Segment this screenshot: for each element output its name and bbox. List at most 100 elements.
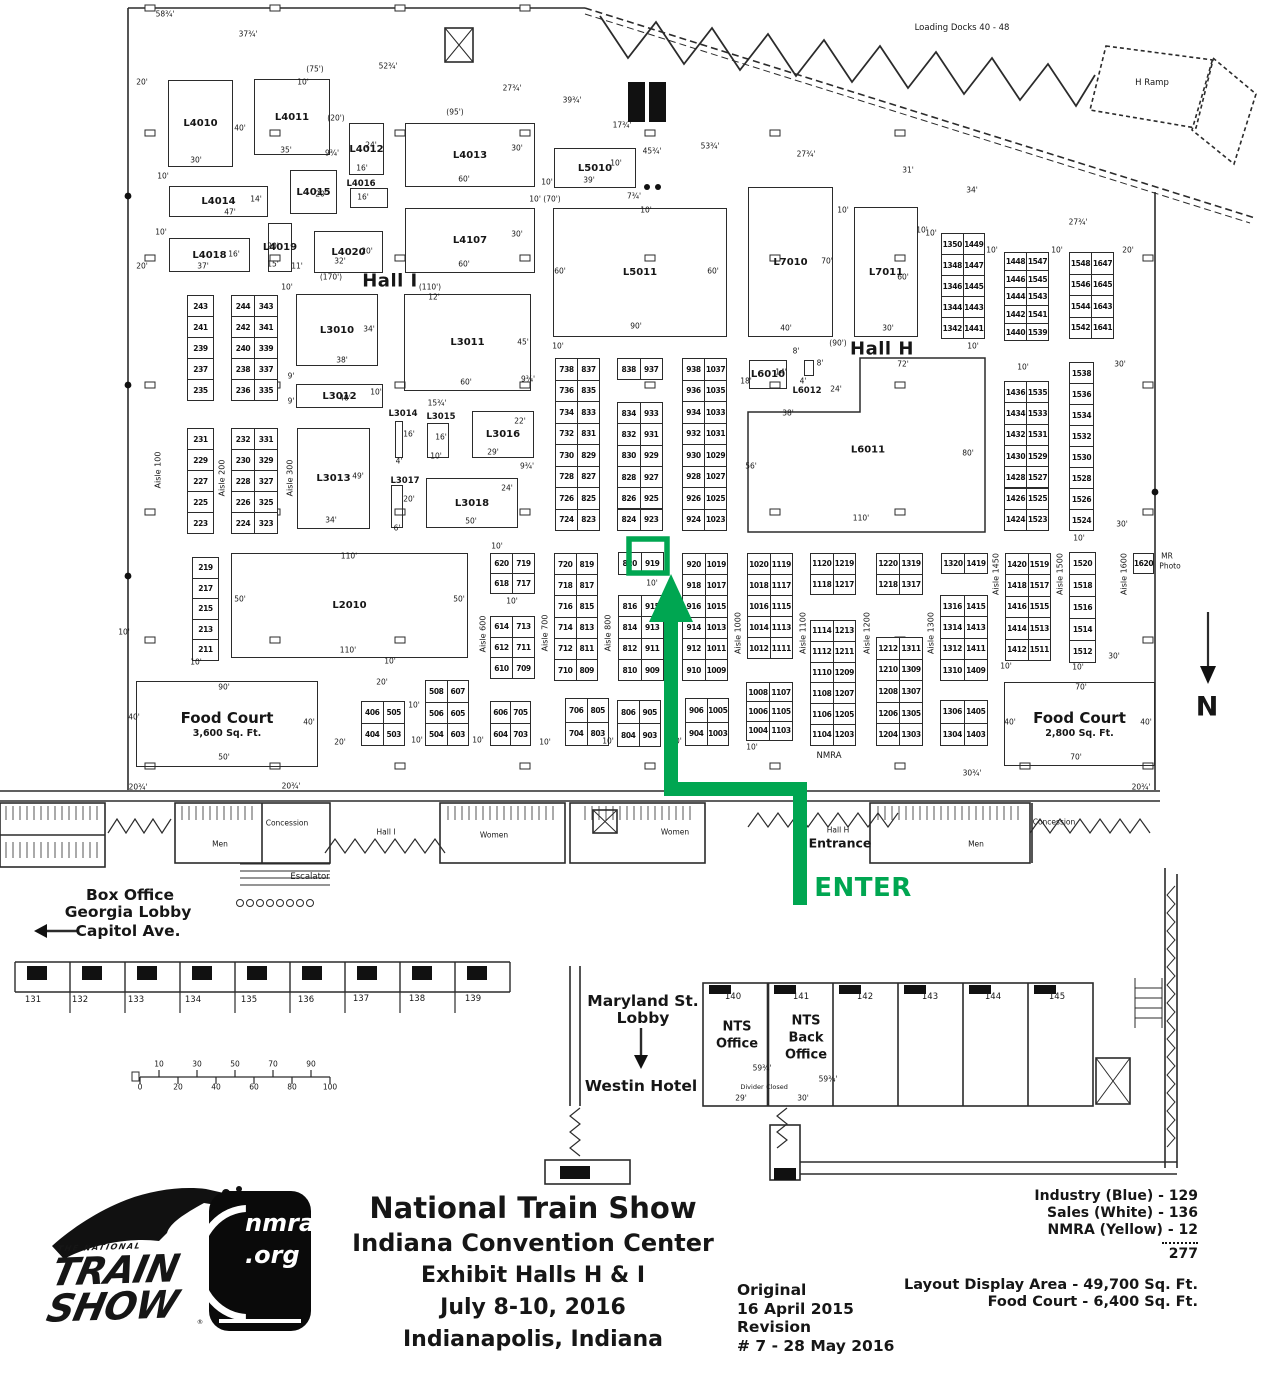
layout-booth-L4011: L4011: [254, 79, 330, 155]
booth-1524: 1524: [1069, 509, 1094, 531]
booth-1641: 1641: [1091, 316, 1114, 339]
train-logo-text-show: SHOW: [42, 1282, 182, 1331]
dim-label: 16': [357, 192, 369, 202]
booth-label: L3018: [454, 497, 490, 509]
layout-booth: [804, 360, 814, 376]
dim-label: 40': [339, 393, 351, 403]
dim-label: 59¾': [818, 1074, 838, 1084]
dim-label: 60': [707, 266, 719, 276]
layout-booth-L2010: L2010: [231, 553, 468, 658]
dim-label: 20: [173, 1082, 183, 1092]
dim-label: 10': [837, 205, 849, 215]
booth-label: L4011: [274, 111, 310, 123]
dim-label: 60': [460, 377, 472, 387]
dim-label: 45¾': [642, 146, 662, 156]
booth-label: L3017: [390, 476, 420, 486]
map-label: 136: [297, 995, 315, 1005]
dim-label: 20¾': [128, 782, 148, 792]
booth-label: L4019: [262, 242, 298, 253]
booth-215: 215: [192, 598, 219, 620]
dim-label: 49': [352, 471, 364, 481]
stat-industry: Industry (Blue) - 129: [1034, 1188, 1198, 1204]
dim-label: 39': [583, 175, 595, 185]
dim-label: 10': [640, 205, 652, 215]
dim-label: 10': [646, 578, 658, 588]
booth-1409: 1409: [963, 658, 988, 682]
dim-label: Photo: [1159, 561, 1181, 571]
booth-337: 337: [254, 358, 278, 380]
booth-231: 231: [187, 428, 214, 450]
dim-label: 30': [190, 155, 202, 165]
dim-label: 70: [268, 1059, 278, 1069]
dim-label: 53¾': [700, 141, 720, 151]
layout-booth-L3013: L3013: [297, 428, 370, 529]
dim-label: Concession: [265, 818, 309, 828]
booth-label: L6012: [792, 386, 822, 396]
dim-label: (110'): [418, 282, 442, 292]
layout-booth-L3010: L3010: [296, 294, 378, 366]
food-court-size: 3,600 Sq. Ft.: [192, 728, 262, 739]
dim-label: 70': [1075, 682, 1087, 692]
dim-label: 10': [541, 177, 553, 187]
dim-label: 37': [197, 261, 209, 271]
aisle-label: Aisle 1500: [1055, 553, 1065, 595]
layout-booth-L4014: L4014: [169, 186, 268, 217]
booth-1419: 1419: [964, 553, 988, 574]
office-label: NTS: [722, 1019, 752, 1035]
office-label: NTS: [791, 1013, 821, 1029]
booth-label: L4020: [331, 246, 366, 258]
dim-label: 17¾': [612, 120, 632, 130]
dim-label: 27¾': [796, 149, 816, 159]
map-label: Escalator: [290, 872, 330, 882]
entrance-label: Entrance: [808, 835, 872, 851]
dim-label: 10': [411, 735, 423, 745]
dim-label: 27¾': [1068, 217, 1088, 227]
dim-label: 10': [297, 77, 309, 87]
booth-335: 335: [254, 379, 278, 401]
lobby-label: Georgia Lobby: [64, 903, 192, 921]
layout-booth: [395, 421, 403, 458]
dim-label: 72': [897, 359, 909, 369]
dim-label: 11': [291, 261, 303, 271]
dim-label: 10': [670, 736, 682, 746]
dim-label: 29': [735, 1093, 747, 1103]
booth-label: L6010: [750, 369, 786, 380]
stat-layout-area: Layout Display Area - 49,700 Sq. Ft.: [904, 1277, 1198, 1293]
venue-name: Indiana Convention Center: [352, 1229, 714, 1257]
dim-label: 30: [192, 1059, 202, 1069]
nmra-logo: nmra .org: [209, 1191, 315, 1331]
dim-label: 16': [356, 163, 368, 173]
map-label: 141: [792, 992, 810, 1002]
dim-label: 20': [1122, 245, 1134, 255]
dim-label: 38': [782, 408, 794, 418]
booth-label: L3013: [316, 473, 351, 484]
layout-booth-L7011: L7011: [854, 207, 918, 337]
stat-nmra: NMRA (Yellow) - 12: [1047, 1222, 1198, 1238]
map-label: NMRA: [816, 751, 842, 761]
dim-label: 70': [821, 256, 833, 266]
booth-703: 703: [510, 723, 531, 746]
booth-1514: 1514: [1069, 618, 1096, 641]
booth-1529: 1529: [1026, 444, 1049, 468]
dim-label: 8': [816, 358, 824, 368]
aisle-label: Aisle 1200: [862, 612, 872, 654]
dim-label: 10': [539, 737, 551, 747]
dim-label: 16': [403, 429, 415, 439]
booth-605: 605: [446, 701, 469, 725]
food-court-label: Food Court: [180, 709, 274, 727]
booth-label: L4016: [346, 179, 376, 189]
booth-837: 837: [577, 358, 600, 381]
booth-905: 905: [638, 700, 661, 724]
aisle-label: Aisle 600: [478, 615, 488, 653]
show-title: National Train Show: [369, 1191, 697, 1225]
dim-label: 10' (70'): [529, 194, 561, 204]
dim-label: 10': [157, 171, 169, 181]
dim-label: 56': [745, 461, 757, 471]
booth-label: L6011: [850, 444, 886, 456]
booth-1303: 1303: [899, 723, 923, 746]
booth-1017: 1017: [704, 574, 728, 597]
booth-label: L3012: [322, 390, 357, 402]
layout-booth: [391, 485, 403, 528]
